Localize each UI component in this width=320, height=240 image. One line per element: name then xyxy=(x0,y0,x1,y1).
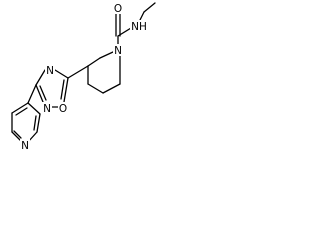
bond-oxd-c3-n2-inner xyxy=(39,85,47,101)
bond-pip-n-c2 xyxy=(99,51,114,59)
oxadiazole-n-bottom-label: N xyxy=(43,103,51,115)
bond-pip-c5-c6 xyxy=(102,83,121,94)
oxadiazole-oxygen-label: O xyxy=(59,103,67,115)
bond-pip-c4-c5 xyxy=(87,83,104,94)
bond-py-n-c5-inner xyxy=(13,130,22,139)
piperidine-ring xyxy=(67,51,121,94)
bond-py-c2-c3 xyxy=(36,113,41,133)
bond-py-c6-c1 xyxy=(11,102,29,114)
bond-py-c6-c1-inner xyxy=(15,107,28,116)
amide-nitrogen-label: N xyxy=(131,21,139,33)
bond-py-c2-c3-inner xyxy=(33,115,37,131)
oxadiazole-n-top-label: N xyxy=(46,65,54,77)
bond-oxd-c3-n2 xyxy=(35,84,44,103)
structure-canvas: O N H N N O N N xyxy=(0,0,160,158)
bond-py-c1-c2 xyxy=(27,102,41,115)
molecule-drawing: O N H N N O N N xyxy=(11,2,156,152)
pyridine-ring xyxy=(11,102,41,143)
pyridine-nitrogen-label: N xyxy=(21,140,29,152)
bond-ethyl-ch3-ch2 xyxy=(143,2,156,13)
amide-hydrogen-label: H xyxy=(139,21,147,33)
bond-oxd-c3-pyridine xyxy=(27,84,37,104)
bond-oxd-n4-c3 xyxy=(35,69,46,86)
bond-oxd-c5-n4 xyxy=(54,69,69,79)
bond-pip-c2-c3 xyxy=(87,57,101,67)
oxadiazole-ring xyxy=(27,69,69,108)
amide-oxygen-label: O xyxy=(114,3,122,15)
atom-labels: O N H N N O N N xyxy=(20,2,148,152)
piperidine-nitrogen-label: N xyxy=(114,45,122,57)
bond-pip-c3-oxadiazole xyxy=(67,65,89,79)
bond-oxd-c5-o1 xyxy=(63,77,69,103)
ethyl-carboxamide-group xyxy=(115,2,156,46)
bond-oxd-c5-o1-inner xyxy=(60,79,65,100)
